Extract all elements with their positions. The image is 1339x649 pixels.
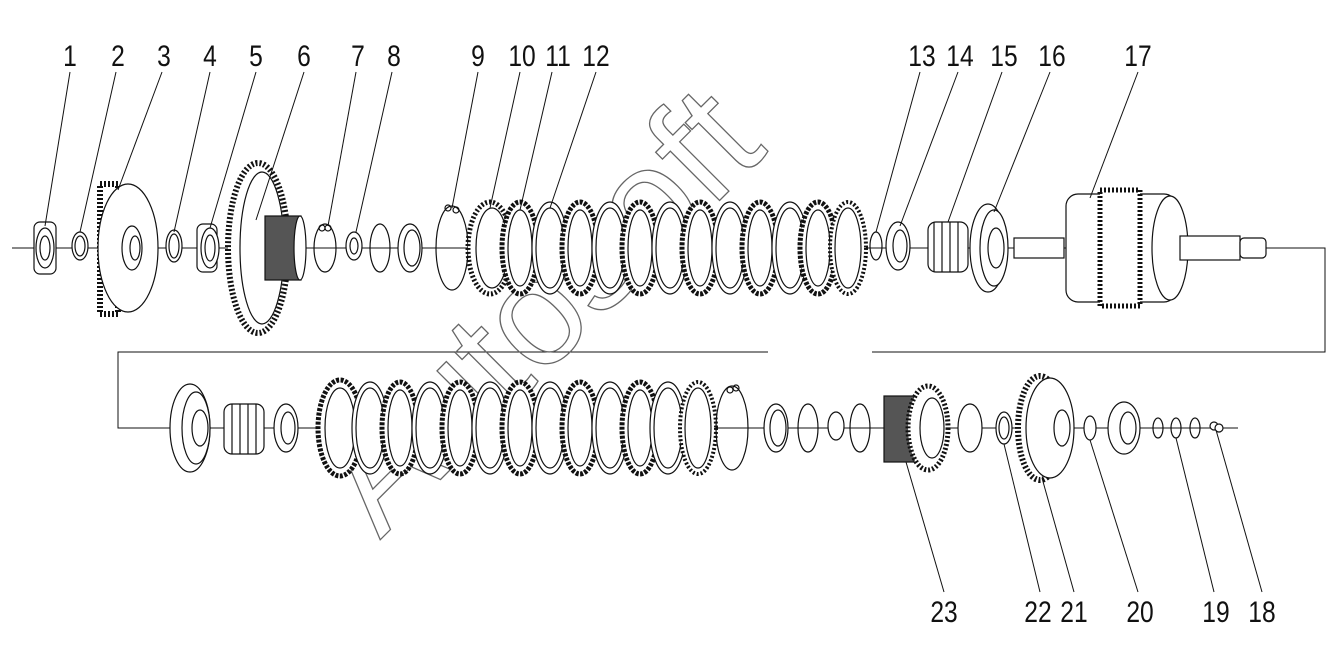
leader-lines <box>44 71 1263 593</box>
part-22-bearing <box>957 403 1013 453</box>
callout-4: 4 <box>203 39 217 73</box>
callout-23: 23 <box>930 595 957 629</box>
leader-14 <box>899 71 959 227</box>
part-3-gear <box>97 181 159 317</box>
callout-13: 13 <box>908 39 935 73</box>
leader-1 <box>44 71 71 227</box>
part-18-plug <box>1209 421 1224 433</box>
part-13-snap-ring <box>869 231 883 261</box>
leader-19 <box>1175 437 1215 593</box>
leader-15 <box>947 71 1003 223</box>
callout-22: 22 <box>1024 595 1051 629</box>
leader-10 <box>489 71 521 209</box>
part-5-bearing <box>196 223 220 273</box>
callout-1: 1 <box>63 39 77 73</box>
callouts-bottom: 23 22 21 20 19 18 <box>930 595 1275 629</box>
leader-21 <box>1041 477 1075 593</box>
part-bearing-bottom <box>763 403 871 453</box>
callout-7: 7 <box>351 39 365 73</box>
right-connector-line <box>872 247 1326 353</box>
part-1-bearing <box>33 221 57 275</box>
leader-17 <box>1089 71 1139 199</box>
leader-13 <box>875 71 921 233</box>
part-clutch-pack-bottom <box>315 377 718 479</box>
watermark-text: Autosoft <box>284 55 792 563</box>
callout-2: 2 <box>111 39 125 73</box>
part-10-12-clutch-pack <box>465 199 868 297</box>
leader-6 <box>255 71 305 221</box>
callout-10: 10 <box>508 39 535 73</box>
callout-3: 3 <box>157 39 171 73</box>
callout-17: 17 <box>1124 39 1151 73</box>
callout-9: 9 <box>471 39 485 73</box>
part-16-piston <box>969 203 1009 293</box>
leader-9 <box>451 71 479 209</box>
leader-5 <box>209 71 257 229</box>
watermark: Autosoft <box>283 54 792 563</box>
part-6-large-gear <box>225 160 307 336</box>
callout-18: 18 <box>1248 595 1275 629</box>
leader-16 <box>993 71 1051 213</box>
leader-12 <box>549 71 597 209</box>
part-ring-bottom <box>273 403 299 453</box>
leader-22 <box>1003 443 1041 593</box>
part-spring-bottom <box>223 403 265 455</box>
leader-7 <box>327 71 357 227</box>
leader-8 <box>355 71 393 233</box>
callout-20: 20 <box>1126 595 1153 629</box>
part-14-bearing <box>885 221 911 271</box>
callout-15: 15 <box>990 39 1017 73</box>
parts-top-row <box>33 160 1267 336</box>
leader-11 <box>519 71 553 211</box>
callout-16: 16 <box>1038 39 1065 73</box>
callout-19: 19 <box>1202 595 1229 629</box>
leader-4 <box>173 71 211 233</box>
leader-2 <box>79 71 117 233</box>
callout-8: 8 <box>387 39 401 73</box>
part-17-clutch-drum-shaft <box>1013 187 1267 309</box>
part-15-spring <box>927 221 969 273</box>
callout-12: 12 <box>582 39 609 73</box>
callout-14: 14 <box>946 39 973 73</box>
callouts-top: 1 2 3 4 5 6 7 8 9 10 11 12 13 14 15 16 1… <box>63 39 1152 73</box>
leader-23 <box>905 461 945 593</box>
leader-18 <box>1215 429 1263 593</box>
part-8-bearing-ring <box>345 223 423 273</box>
leader-3 <box>117 71 163 191</box>
callout-6: 6 <box>297 39 311 73</box>
part-2-ring <box>71 231 89 261</box>
part-4-ring <box>165 229 183 263</box>
part-snap-ring-bottom <box>715 384 749 471</box>
callout-21: 21 <box>1060 595 1087 629</box>
part-21-gear <box>1015 373 1075 483</box>
part-piston-bottom <box>169 383 211 473</box>
part-23-hub <box>883 383 951 473</box>
callout-11: 11 <box>545 39 571 73</box>
callout-5: 5 <box>249 39 263 73</box>
part-20-ring-bearing <box>1083 401 1141 455</box>
parts-bottom-row <box>169 373 1224 483</box>
leader-20 <box>1089 439 1139 593</box>
